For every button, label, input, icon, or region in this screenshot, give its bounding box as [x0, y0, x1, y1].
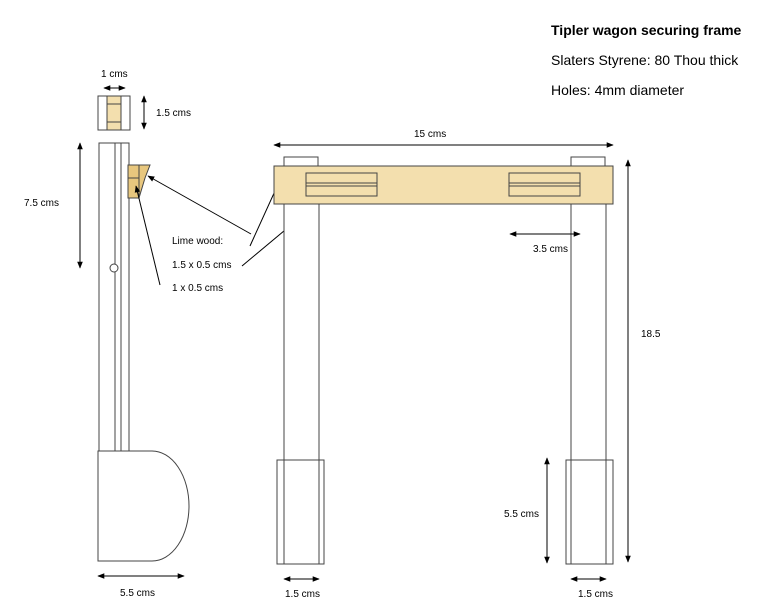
left-foot: [276, 459, 325, 565]
side-base: [97, 450, 190, 562]
dim-leg-right: 1.5 cms: [578, 589, 613, 600]
drawing-title: Tipler wagon securing frame: [551, 22, 742, 38]
front-view: 15 cms 3.5 cms 18.5 5.5 cms: [273, 129, 661, 600]
dim-width: 15 cms: [414, 129, 446, 140]
side-view: 1 cms 1.5 cms 7.5 cms 5.5 cms: [24, 69, 191, 599]
dim-top-width: 1 cms: [101, 69, 128, 80]
dim-base-width: 5.5 cms: [120, 588, 155, 599]
holes-note: Holes: 4mm diameter: [551, 82, 684, 98]
callout-title: Lime wood:: [172, 236, 223, 247]
side-post: [98, 142, 130, 452]
callout-size-b: 1 x 0.5 cms: [172, 283, 223, 294]
dim-foot: 5.5 cms: [504, 509, 539, 520]
right-tab: [570, 156, 606, 167]
side-top-cap-wood: [106, 95, 122, 131]
right-slot: [508, 172, 581, 197]
callout-arrow-upper: [147, 175, 252, 235]
right-foot: [565, 459, 614, 565]
left-slot: [305, 172, 378, 197]
side-hole: [109, 263, 119, 273]
dim-height: 18.5: [641, 329, 661, 340]
material-note: Slaters Styrene: 80 Thou thick: [551, 52, 739, 68]
left-tab: [283, 156, 319, 167]
dim-side-height: 7.5 cms: [24, 198, 59, 209]
dim-leg-left: 1.5 cms: [285, 589, 320, 600]
dim-top-height: 1.5 cms: [156, 108, 191, 119]
dim-slot: 3.5 cms: [533, 244, 568, 255]
callout-size-a: 1.5 x 0.5 cms: [172, 260, 231, 271]
left-leg: [283, 203, 320, 461]
callout-arrow-side: [134, 185, 161, 286]
right-leg: [570, 203, 607, 461]
